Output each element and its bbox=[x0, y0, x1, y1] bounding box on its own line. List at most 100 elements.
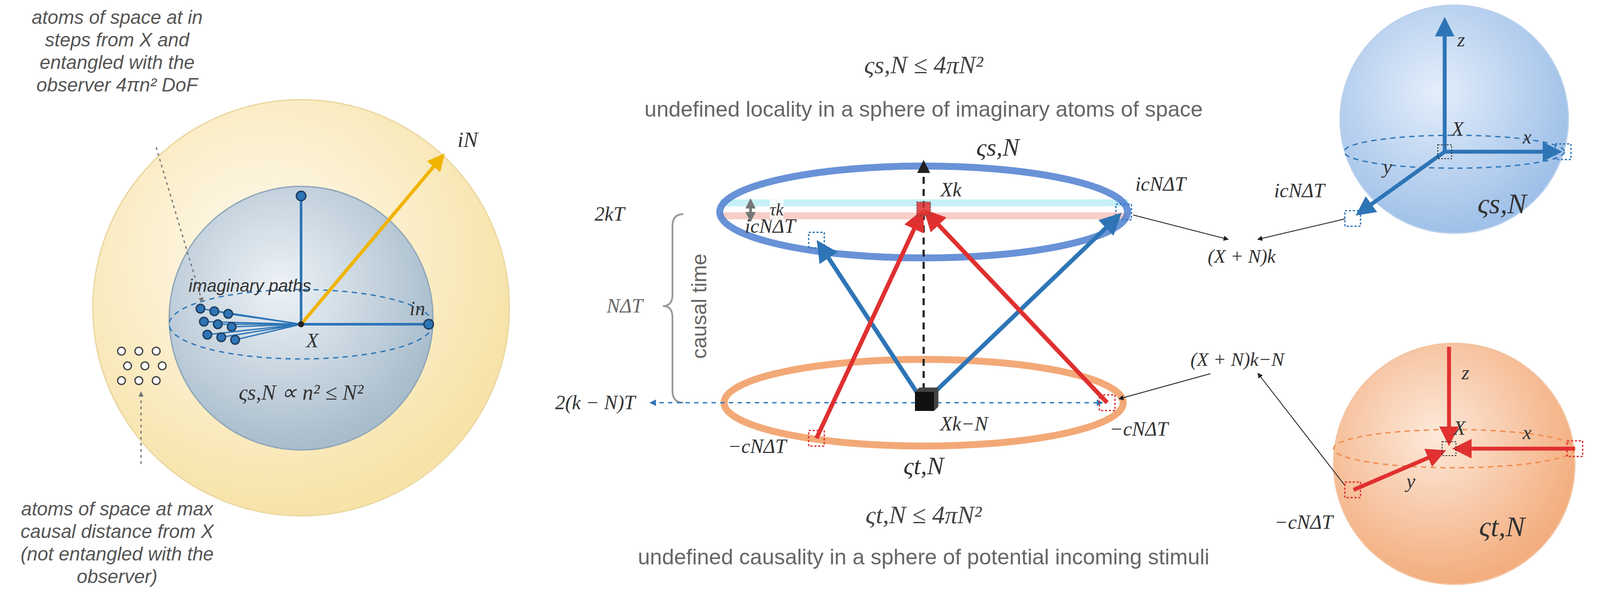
open-atom bbox=[134, 347, 143, 356]
art-rect bbox=[916, 202, 931, 217]
label: imaginary paths bbox=[188, 275, 312, 297]
label: (X + N)k−N bbox=[1190, 348, 1285, 372]
label: icNΔT bbox=[1135, 172, 1186, 197]
art-path bbox=[914, 387, 939, 412]
art-rect bbox=[1115, 204, 1132, 220]
sphere-fill bbox=[1333, 343, 1575, 585]
label: in bbox=[409, 297, 426, 321]
label-text: in bbox=[409, 297, 426, 321]
art-line bbox=[140, 392, 142, 465]
art-path bbox=[662, 214, 684, 404]
art-rect bbox=[1099, 395, 1115, 411]
note: atoms of space at in steps from X and en… bbox=[21, 6, 213, 97]
art-line bbox=[301, 323, 426, 326]
causal-cone-art bbox=[650, 162, 1345, 486]
label: ςs,N ∝ n² ≤ N² bbox=[238, 380, 364, 406]
label-text: ςt,N bbox=[1478, 510, 1525, 545]
subtitle: undefined causality in a sphere of poten… bbox=[637, 544, 1210, 571]
subtitle: undefined locality in a sphere of imagin… bbox=[644, 96, 1204, 123]
label: 2(k − N)T bbox=[555, 391, 636, 415]
heading: ςt,N ≤ 4πN² bbox=[865, 500, 982, 531]
art-line bbox=[301, 156, 443, 325]
art-circle bbox=[296, 191, 306, 201]
subtitle: undefined locality in a sphere of imagin… bbox=[644, 96, 1204, 123]
sphere-fill bbox=[1340, 5, 1569, 234]
art-line bbox=[926, 212, 1108, 404]
label: (X + N)k bbox=[1207, 245, 1276, 269]
label-text: (X + N)k bbox=[1207, 245, 1276, 269]
sphere-outline bbox=[1332, 342, 1576, 586]
label-text: 2(k − N)T bbox=[555, 391, 636, 415]
label: −cNΔT bbox=[727, 435, 787, 459]
label: Xk−N bbox=[940, 412, 988, 437]
open-atom bbox=[158, 362, 167, 371]
art-line bbox=[650, 402, 1102, 404]
left-sphere-art bbox=[117, 147, 443, 465]
label-text: Xk−N bbox=[940, 412, 988, 437]
label: X bbox=[1451, 117, 1464, 141]
note: atoms of space at max causal distance fr… bbox=[13, 498, 222, 589]
art-line bbox=[156, 147, 203, 302]
label-text: icNΔT bbox=[1135, 172, 1186, 197]
label-text: z bbox=[1457, 28, 1466, 52]
art-line bbox=[816, 213, 922, 439]
heading: ςt,N ≤ 4πN² bbox=[865, 500, 982, 531]
label-text: −cNΔT bbox=[1109, 417, 1169, 442]
label-text: X bbox=[1453, 416, 1466, 441]
art-line bbox=[1442, 20, 1447, 152]
label-text: y bbox=[1383, 155, 1392, 179]
art-ellipse bbox=[1344, 135, 1565, 169]
art-rect bbox=[1344, 482, 1361, 499]
label: X bbox=[1453, 416, 1466, 441]
art-circle bbox=[298, 321, 305, 328]
atom-dot bbox=[216, 333, 226, 342]
label-text: causal time bbox=[687, 253, 712, 360]
label: X bbox=[306, 329, 319, 353]
label: z bbox=[1457, 28, 1466, 52]
imaginary-path bbox=[235, 324, 302, 341]
label-text: X bbox=[1451, 117, 1464, 141]
label-text: x bbox=[1522, 125, 1532, 149]
open-atom bbox=[152, 347, 161, 356]
label: y bbox=[1406, 469, 1416, 494]
heading: ςs,N ≤ 4πN² bbox=[864, 50, 984, 80]
art-rect bbox=[914, 392, 935, 412]
label: ςt,N bbox=[903, 451, 945, 482]
label: −cNΔT bbox=[1274, 511, 1334, 535]
label: Xk bbox=[940, 178, 962, 202]
sphere: zXy x ςs,N bbox=[1339, 4, 1570, 235]
label-text: ςs,N bbox=[1477, 186, 1527, 221]
sphere-fill bbox=[169, 186, 433, 451]
atom-dot bbox=[196, 304, 205, 314]
art-rect bbox=[1555, 144, 1571, 160]
atom-dot bbox=[227, 322, 237, 332]
art-g bbox=[117, 347, 167, 385]
art-line bbox=[1258, 373, 1345, 486]
label: NΔT bbox=[606, 294, 643, 319]
label: iN bbox=[457, 127, 478, 153]
label-text: (X + N)k−N bbox=[1190, 348, 1285, 372]
sphere-fill bbox=[92, 99, 510, 517]
atom-dot bbox=[213, 320, 223, 329]
art-line bbox=[1258, 219, 1345, 240]
art-line bbox=[1358, 151, 1445, 214]
atom-dot bbox=[203, 330, 212, 340]
label: −cNΔT bbox=[1109, 417, 1169, 442]
label: z bbox=[1461, 361, 1470, 385]
label: ςt,N bbox=[1478, 510, 1525, 545]
label: x bbox=[1522, 125, 1532, 149]
label-text: ςt,N bbox=[903, 451, 945, 482]
art-line bbox=[1444, 150, 1559, 155]
label-text: z bbox=[1461, 361, 1470, 385]
label-text: iN bbox=[457, 127, 478, 153]
label: causal time bbox=[687, 253, 712, 360]
note: atoms of space at in steps from X and en… bbox=[21, 6, 213, 97]
atom-dot bbox=[209, 307, 219, 316]
open-atom bbox=[134, 377, 143, 385]
art-line bbox=[749, 200, 752, 221]
label-text: −cNΔT bbox=[727, 435, 787, 459]
atom-dot bbox=[199, 317, 209, 327]
label: ςs,N bbox=[976, 132, 1020, 163]
label: icNΔT bbox=[1274, 179, 1325, 203]
